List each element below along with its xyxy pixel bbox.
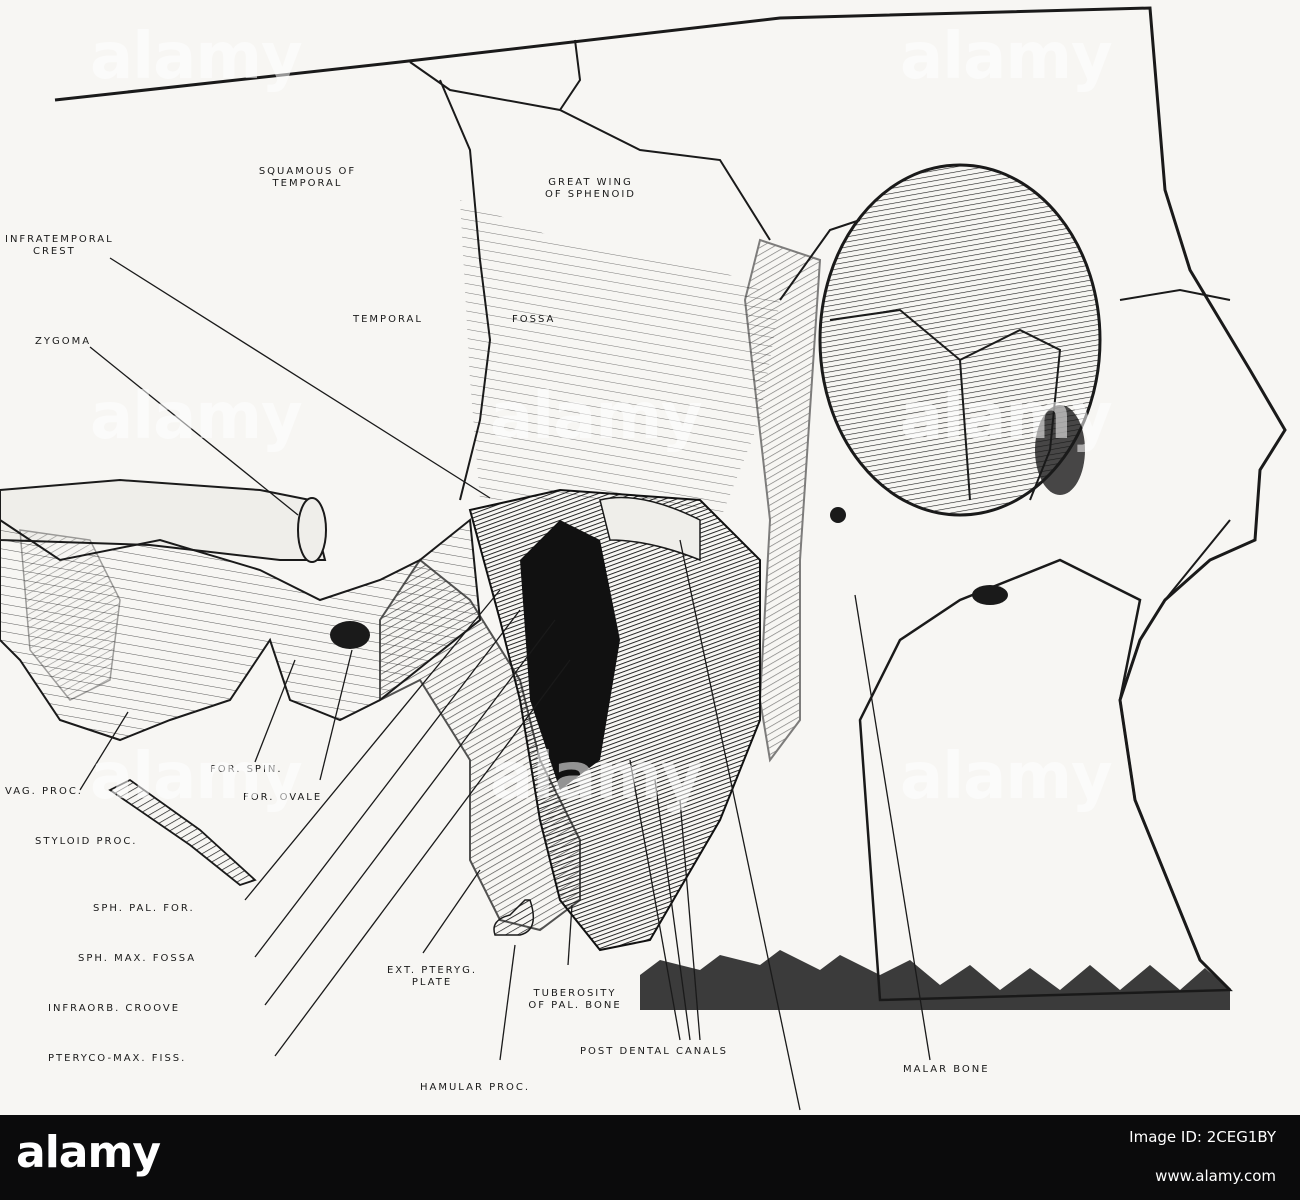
leader-infratemporal <box>109 257 491 499</box>
foramen-spinosum <box>330 621 370 649</box>
label-styloid-proc: STYLOID PROC. <box>35 836 138 847</box>
label-fossa: FOSSA <box>512 314 556 325</box>
orbit-dark-recess <box>1035 405 1085 495</box>
site-url[interactable]: www.alamy.com <box>1155 1167 1276 1185</box>
label-sph-pal-for: SPH. PAL. FOR. <box>93 903 195 914</box>
label-tuberosity: TUBEROSITY OF PAL. BONE <box>528 988 622 1011</box>
orbit-cavity <box>818 163 1102 517</box>
cranial-base <box>0 518 482 742</box>
label-ext-pteryg-plate: EXT. PTERYG. PLATE <box>386 965 478 988</box>
greater-wing-sutures <box>409 39 771 501</box>
label-vag-proc: VAG. PROC. <box>5 786 83 797</box>
label-zygoma: ZYGOMA <box>35 336 92 347</box>
leader-post-dental-3 <box>679 799 701 1041</box>
label-for-ovale: FOR. OVALE <box>243 792 323 803</box>
zygomatico-facial-foramen <box>830 507 846 523</box>
mastoid-region <box>19 529 121 701</box>
label-infraorb-groove: INFRAORB. CROOVE <box>48 1003 181 1014</box>
frontal-nasal-profile <box>1119 288 1231 601</box>
styloid-process <box>108 778 257 887</box>
pterygo-maxillary-fissure <box>520 520 620 790</box>
leader-for-spin <box>254 659 296 763</box>
alamy-logo: alamy <box>16 1127 161 1178</box>
label-post-dental-canals: POST DENTAL CANALS <box>580 1046 729 1057</box>
leader-zygoma <box>89 346 299 516</box>
image-id: Image ID: 2CEG1BY <box>1129 1128 1276 1146</box>
label-great-wing: GREAT WING OF SPHENOID <box>544 177 637 200</box>
footer-bar: alamy Image ID: 2CEG1BY www.alamy.com <box>0 1115 1300 1200</box>
alveolar-teeth-row <box>640 950 1230 1010</box>
hamular-process-shape <box>493 899 535 936</box>
leader-lines <box>79 257 931 1111</box>
label-squamous: SQUAMOUS OF TEMPORAL <box>258 166 357 189</box>
label-infratemporal-crest: INFRATEMPORAL CREST <box>5 234 114 257</box>
leader-sph-max <box>254 609 521 958</box>
label-temporal: TEMPORAL <box>353 314 423 325</box>
leader-ext-pteryg <box>422 869 481 954</box>
leader-tuberosity <box>567 904 573 966</box>
label-pteryco-max-fiss: PTERYCO-MAX. FISS. <box>48 1053 187 1064</box>
leader-vag-proc <box>79 711 129 791</box>
maxilla-outline <box>858 558 1233 1002</box>
leader-bottom <box>679 539 801 1111</box>
infraorbital-foramen <box>972 585 1008 605</box>
leader-for-ovale <box>319 649 353 781</box>
skull-illustration <box>0 6 1287 1111</box>
leader-sph-pal <box>244 589 501 901</box>
leader-infraorb <box>264 619 556 1006</box>
label-hamular-proc: HAMULAR PROC. <box>420 1082 531 1093</box>
leader-malar <box>854 594 931 1061</box>
zygoma-cut-end <box>297 497 327 563</box>
label-for-spin: FOR. SPIN. <box>210 764 283 775</box>
anatomy-plate: SQUAMOUS OF TEMPORAL GREAT WING OF SPHEN… <box>0 0 1300 1115</box>
label-sph-max-fossa: SPH. MAX. FOSSA <box>78 953 197 964</box>
leader-pteryco <box>274 659 571 1057</box>
leader-hamular <box>499 944 516 1061</box>
label-malar-bone: MALAR BONE <box>903 1064 990 1075</box>
maxillary-tuberosity <box>599 496 701 562</box>
malar-frontal-process <box>743 238 822 763</box>
leader-post-dental-2 <box>654 779 691 1041</box>
leader-post-dental-1 <box>629 759 681 1041</box>
temporal-fossa-shading <box>460 200 780 520</box>
